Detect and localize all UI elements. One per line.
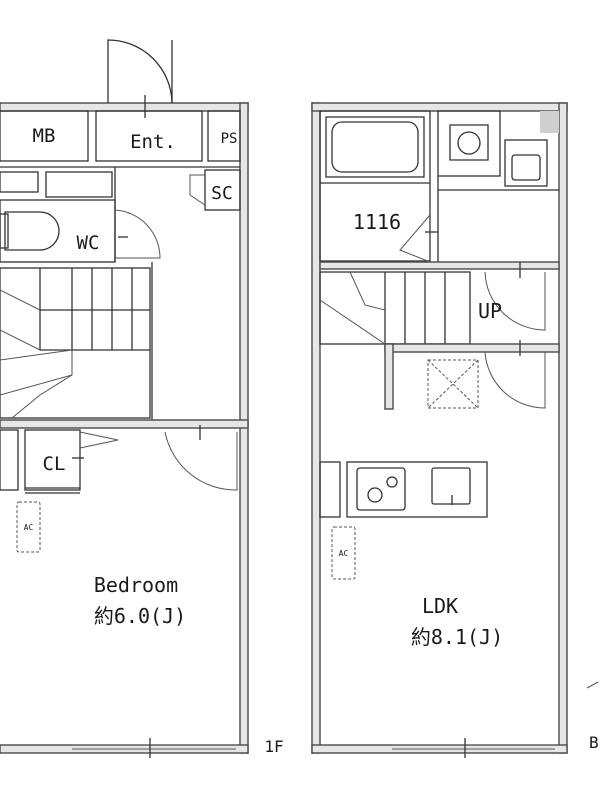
ac-unit-left bbox=[16, 501, 41, 553]
north-arrow-fragment bbox=[586, 681, 599, 689]
ent-label: Ent. bbox=[130, 131, 176, 153]
mb-label: MB bbox=[33, 125, 56, 147]
ldk-size-label: 約8.1(J) bbox=[411, 625, 503, 649]
floor-1f-plan: AC MB Ent. PS SC WC CL Bedroom 約6.0(J) 1… bbox=[0, 39, 284, 758]
sc-box bbox=[204, 169, 241, 211]
bedroom-size-label: 約6.0(J) bbox=[94, 604, 186, 628]
up-label: UP bbox=[478, 299, 502, 323]
cl-box bbox=[24, 429, 81, 491]
stove-icon bbox=[356, 467, 406, 511]
stairs-1f bbox=[0, 262, 153, 420]
sc-label: SC bbox=[211, 183, 233, 204]
floor-2f-partial-label: B bbox=[589, 733, 599, 752]
entrance-door-swing bbox=[107, 39, 173, 104]
ldk-label: LDK bbox=[422, 594, 458, 618]
bath-box bbox=[319, 110, 431, 262]
bath-label: 1116 bbox=[353, 210, 401, 234]
fridge-space bbox=[319, 461, 341, 518]
ent-box bbox=[95, 110, 203, 162]
wc-label: WC bbox=[77, 232, 100, 254]
ac-left-label: AC bbox=[24, 523, 34, 532]
bedroom-label: Bedroom bbox=[94, 573, 178, 597]
washbasin-icon bbox=[504, 139, 548, 187]
1f-top-wall bbox=[0, 102, 249, 112]
washer-icon bbox=[449, 124, 489, 161]
bathtub-icon bbox=[331, 121, 419, 173]
wc-box bbox=[0, 199, 116, 263]
floor-2f-plan: AC 1116 UP LDK 約8.1(J) B bbox=[311, 102, 599, 758]
ac-right-label: AC bbox=[339, 549, 349, 558]
stairs-2f bbox=[319, 271, 560, 410]
cl-label: CL bbox=[43, 453, 66, 475]
ac-unit-right bbox=[331, 526, 356, 580]
toilet-icon bbox=[4, 211, 60, 251]
floor-1f-label: 1F bbox=[264, 737, 283, 756]
kitchen-counter bbox=[346, 461, 488, 518]
ps-label: PS bbox=[221, 131, 238, 147]
sink-icon bbox=[431, 467, 471, 505]
wc-door-swing bbox=[114, 209, 161, 259]
ceiling-hatch bbox=[427, 359, 479, 409]
ps-box bbox=[207, 110, 241, 162]
bedroom-door-swing bbox=[164, 431, 238, 491]
mb-box bbox=[0, 110, 89, 162]
